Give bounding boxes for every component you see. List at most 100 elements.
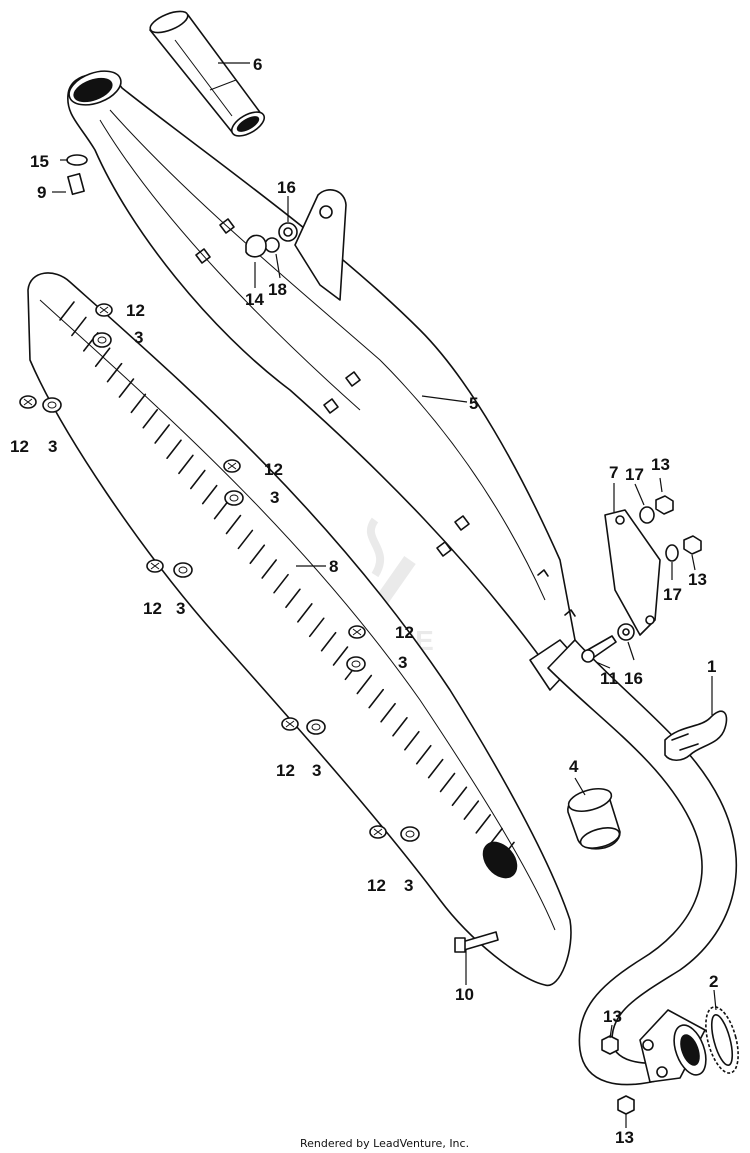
callout-2: 2 bbox=[709, 972, 718, 991]
washer-icon bbox=[92, 332, 112, 348]
washer-hole bbox=[229, 494, 239, 502]
shield-slot bbox=[308, 617, 325, 638]
washer-icon bbox=[346, 656, 366, 672]
footer-credit: Rendered by LeadVenture, Inc. bbox=[300, 1137, 469, 1150]
callout-3: 3 bbox=[270, 488, 279, 507]
shield-slot bbox=[451, 786, 468, 807]
shield-slot bbox=[380, 702, 396, 723]
shield-slot bbox=[59, 301, 75, 321]
screw-cross bbox=[99, 306, 109, 314]
callout-8: 8 bbox=[329, 557, 338, 576]
callout-12: 12 bbox=[10, 437, 29, 456]
washer-hole bbox=[97, 336, 107, 344]
washer-icon bbox=[173, 562, 193, 578]
part-6-tailpipe bbox=[149, 10, 266, 137]
shield-slot bbox=[285, 588, 301, 609]
shield-slot bbox=[166, 439, 182, 459]
callout-3: 3 bbox=[312, 761, 321, 780]
callout-12: 12 bbox=[367, 876, 386, 895]
shield-slot bbox=[415, 744, 432, 765]
callout-17: 17 bbox=[625, 465, 644, 484]
callout-3: 3 bbox=[48, 437, 57, 456]
shield-slot bbox=[178, 454, 194, 475]
screw-cross bbox=[23, 398, 33, 406]
washer-hole bbox=[311, 723, 321, 731]
shield-slot bbox=[225, 514, 242, 535]
callout-13: 13 bbox=[603, 1007, 622, 1026]
shield-slot bbox=[190, 469, 206, 490]
shield-slot bbox=[94, 347, 111, 368]
shield-slot bbox=[261, 559, 277, 579]
shield-slot bbox=[201, 484, 218, 505]
callout-12: 12 bbox=[264, 460, 283, 479]
washer-icon bbox=[400, 826, 420, 842]
shield-slot bbox=[106, 362, 123, 383]
shield-slot bbox=[273, 573, 289, 594]
washer-icon bbox=[224, 490, 244, 506]
callout-13: 13 bbox=[615, 1128, 634, 1147]
washer-hole bbox=[351, 660, 361, 668]
shield-slot bbox=[392, 716, 408, 737]
washer-hole bbox=[47, 401, 57, 409]
shield-slot bbox=[332, 646, 349, 666]
callout-15: 15 bbox=[30, 152, 49, 171]
shield-slot bbox=[213, 499, 230, 520]
callout-3: 3 bbox=[404, 876, 413, 895]
callout-18: 18 bbox=[268, 280, 287, 299]
callout-10: 10 bbox=[455, 985, 474, 1004]
callout-12: 12 bbox=[126, 301, 145, 320]
shield-slot bbox=[368, 688, 384, 709]
callout-13: 13 bbox=[651, 455, 670, 474]
hardware bbox=[19, 154, 702, 1115]
shield-slot bbox=[142, 408, 159, 429]
screw-cross bbox=[352, 628, 362, 636]
callout-13: 13 bbox=[688, 570, 707, 589]
callout-16: 16 bbox=[624, 669, 643, 688]
callout-6: 6 bbox=[253, 55, 262, 74]
washer-hole bbox=[405, 830, 415, 838]
shield-slot bbox=[320, 631, 337, 652]
callout-17: 17 bbox=[663, 585, 682, 604]
shield-slot bbox=[404, 730, 420, 751]
part-4-gasket bbox=[567, 787, 621, 850]
callout-7: 7 bbox=[609, 463, 618, 482]
callout-3: 3 bbox=[398, 653, 407, 672]
callout-3: 3 bbox=[176, 599, 185, 618]
washer-icon bbox=[306, 719, 326, 735]
part-8-heat-shield bbox=[27, 272, 572, 987]
screw-cross bbox=[227, 462, 237, 470]
shield-slot bbox=[463, 800, 480, 820]
callout-4: 4 bbox=[569, 757, 579, 776]
part-5-muffler bbox=[67, 70, 738, 1086]
shield-slot bbox=[118, 378, 135, 398]
callout-12: 12 bbox=[143, 599, 162, 618]
shield-slot bbox=[249, 544, 266, 565]
callout-5: 5 bbox=[469, 394, 478, 413]
callout-12: 12 bbox=[395, 623, 414, 642]
callout-9: 9 bbox=[37, 183, 46, 202]
shield-slot bbox=[475, 814, 492, 834]
screw-cross bbox=[285, 720, 295, 728]
shield-slot bbox=[154, 424, 170, 444]
shield-slot bbox=[297, 603, 313, 623]
washer-hole bbox=[178, 566, 188, 574]
shield-slot bbox=[130, 393, 147, 414]
part-2-gasket-ring bbox=[705, 1006, 739, 1074]
screw-cross bbox=[150, 562, 160, 570]
shield-slot bbox=[439, 772, 456, 793]
callout-16: 16 bbox=[277, 178, 296, 197]
screw-cross bbox=[373, 828, 383, 836]
shield-slot bbox=[237, 529, 254, 550]
shield-slot bbox=[71, 316, 87, 337]
callout-11: 11 bbox=[600, 669, 618, 688]
callout-12: 12 bbox=[276, 761, 295, 780]
part-1-clamp bbox=[664, 710, 728, 762]
callout-labels: 1 2 3 3 3 3 3 3 3 4 5 6 7 8 9 10 11 12 1… bbox=[10, 55, 718, 1147]
callout-14: 14 bbox=[245, 290, 264, 309]
callout-3: 3 bbox=[134, 328, 143, 347]
callout-1: 1 bbox=[707, 657, 716, 676]
part-7-bracket bbox=[604, 509, 661, 636]
shield-slot bbox=[356, 674, 373, 695]
